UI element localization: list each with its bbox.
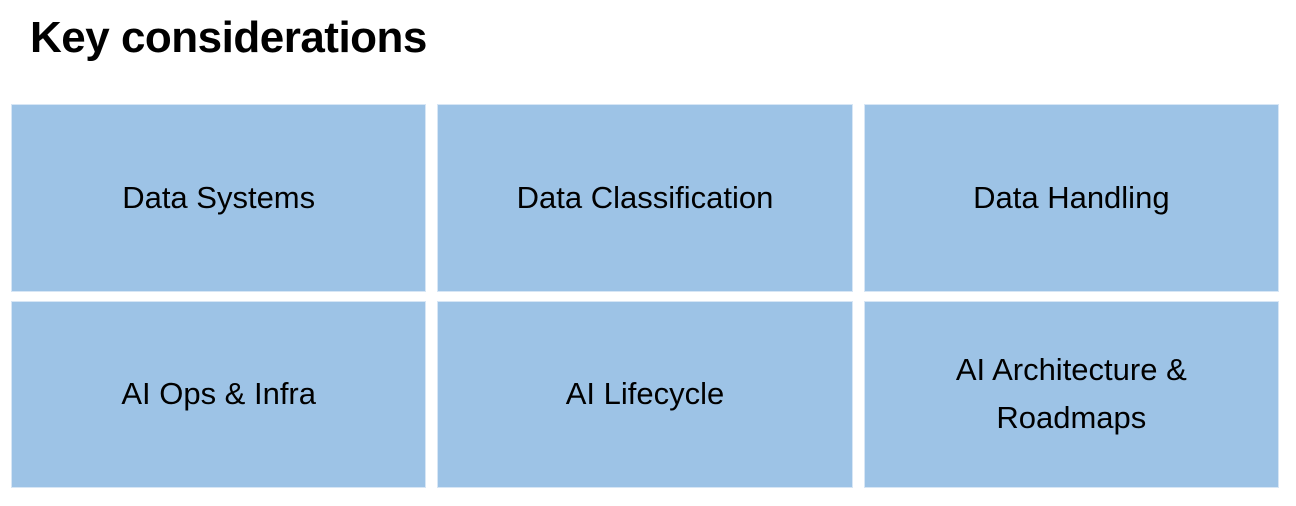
cell-label: Data Systems (122, 179, 316, 215)
cell-label: Data Handling (973, 179, 1170, 215)
cell-label: AI Lifecycle (565, 376, 725, 412)
considerations-grid: Data Systems Data Classification Data Ha… (11, 104, 1279, 488)
grid-cell-ai-ops-infra: AI Ops & Infra (11, 300, 427, 488)
cell-label: Data Classification (516, 179, 774, 215)
grid-cell-ai-lifecycle: AI Lifecycle (437, 300, 853, 488)
cell-label: AI Architecture & Roadmaps (955, 352, 1187, 436)
grid-cell-data-handling: Data Handling (863, 104, 1279, 292)
grid-cell-data-classification: Data Classification (437, 104, 853, 292)
grid-cell-ai-architecture-roadmaps: AI Architecture & Roadmaps (863, 300, 1279, 488)
cell-label: AI Ops & Infra (121, 376, 317, 412)
page-title: Key considerations (30, 13, 427, 62)
grid-cell-data-systems: Data Systems (11, 104, 427, 292)
